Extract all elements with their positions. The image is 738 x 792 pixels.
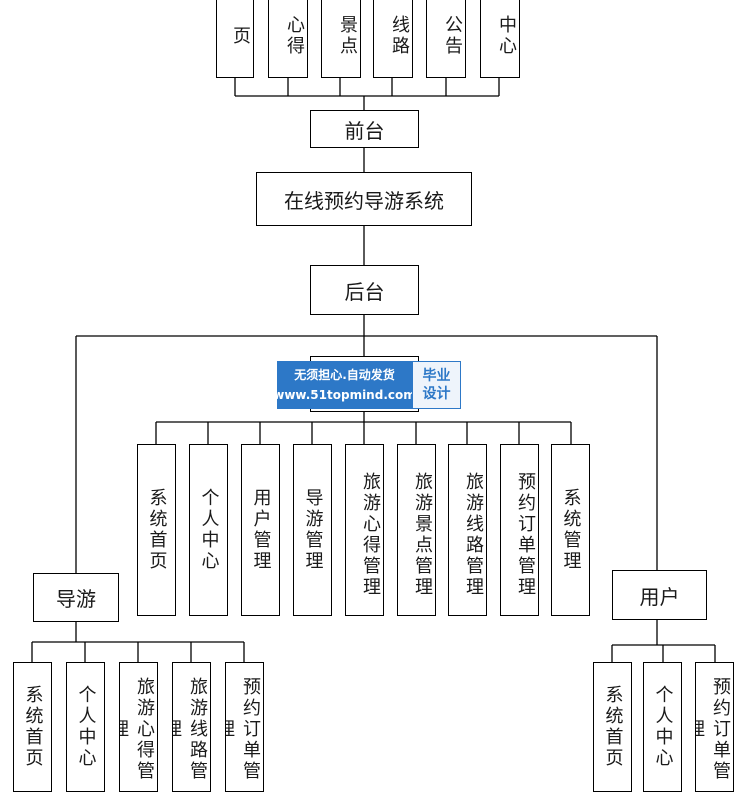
watermark-line-1: 无须担心.自动发货 <box>294 368 395 382</box>
watermark-banner: 无须担心.自动发货 www.51topmind.com 毕业 设计 <box>273 361 461 409</box>
front-item-experience: 心得 <box>268 0 308 78</box>
front-item-center: 中心 <box>480 0 520 78</box>
guide-node: 导游 <box>33 573 119 622</box>
user-item-system-home: 系统首页 <box>593 662 632 792</box>
connector-lines <box>31 78 716 662</box>
admin-item-personal-center: 个人中心 <box>189 444 228 616</box>
user-node: 用户 <box>612 570 707 620</box>
user-item-personal-center: 个人中心 <box>643 662 682 792</box>
watermark-tag-2: 设计 <box>422 386 451 402</box>
admin-item-guide-management: 导游管理 <box>293 444 332 616</box>
admin-item-system-home: 系统首页 <box>137 444 176 616</box>
watermark-line-2: www.51topmind.com <box>273 388 416 402</box>
guide-item-order-management: 预约订单管理 <box>225 662 264 792</box>
watermark-tag: 毕业 设计 <box>412 361 461 409</box>
front-node: 前台 <box>310 110 419 148</box>
admin-item-user-management: 用户管理 <box>241 444 280 616</box>
admin-item-route-management: 旅游线路管理 <box>448 444 487 616</box>
admin-item-experience-management: 旅游心得管理 <box>345 444 384 616</box>
user-item-order-management: 预约订单管理 <box>695 662 734 792</box>
admin-item-scenic-management: 旅游景点管理 <box>397 444 436 616</box>
guide-item-personal-center: 个人中心 <box>66 662 105 792</box>
guide-item-system-home: 系统首页 <box>13 662 52 792</box>
back-node: 后台 <box>310 265 419 315</box>
system-root-node: 在线预约导游系统 <box>256 172 472 226</box>
admin-item-order-management: 预约订单管理 <box>500 444 539 616</box>
front-item-home: 页 <box>216 0 254 78</box>
watermark-main: 无须担心.自动发货 www.51topmind.com <box>273 361 416 409</box>
watermark-tag-1: 毕业 <box>422 368 451 384</box>
admin-item-system-management: 系统管理 <box>551 444 590 616</box>
front-item-routes: 线路 <box>373 0 413 78</box>
guide-item-experience-management: 旅游心得管理 <box>119 662 158 792</box>
front-item-announcements: 公告 <box>426 0 466 78</box>
guide-item-route-management: 旅游线路管理 <box>172 662 211 792</box>
front-item-scenic-spots: 景点 <box>321 0 361 78</box>
